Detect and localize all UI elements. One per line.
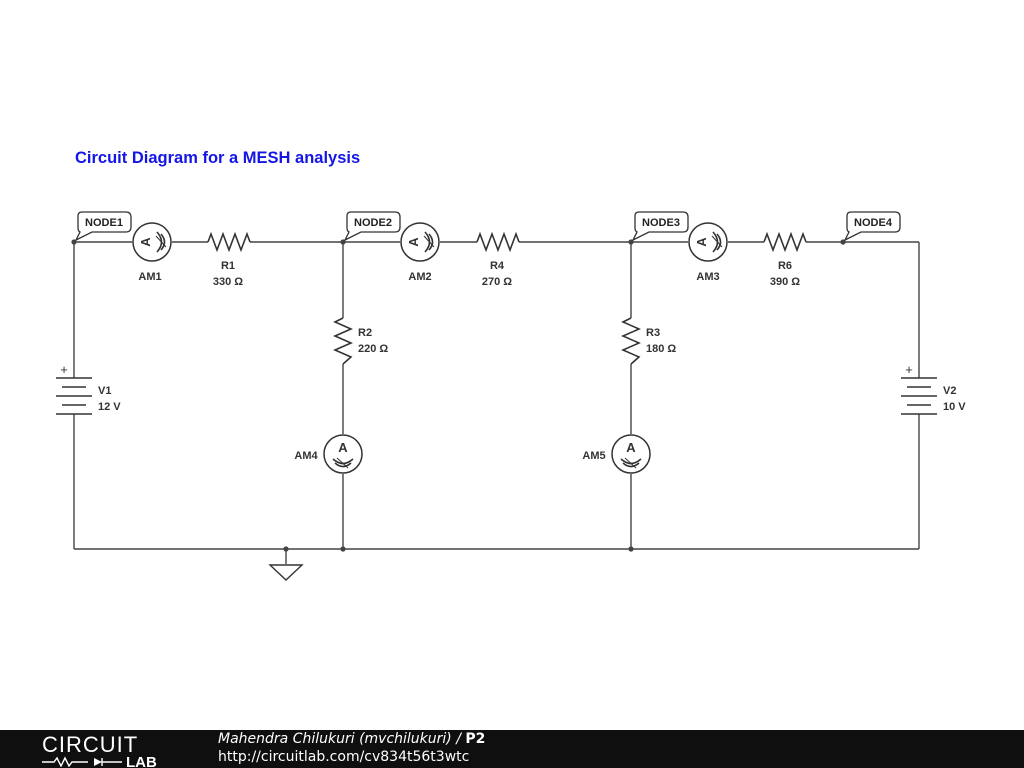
ammeter-am2[interactable]: A AM2 xyxy=(400,222,440,283)
ammeter-am5[interactable]: A AM5 xyxy=(582,434,651,474)
ground-symbol[interactable] xyxy=(268,564,304,581)
ammeter-am4[interactable]: A AM4 xyxy=(294,434,363,474)
battery-value: 10 V xyxy=(943,401,966,413)
node-tag-node1[interactable]: NODE1 xyxy=(74,211,132,242)
wires xyxy=(73,241,920,564)
plus-sign: + xyxy=(905,362,913,377)
ammeter-label: AM5 xyxy=(582,450,605,462)
node-tag-node4[interactable]: NODE4 xyxy=(843,211,901,242)
resistor-name: R1 xyxy=(221,260,235,272)
logo-diode-icon xyxy=(94,758,102,766)
logo-text-bottom: LAB xyxy=(126,754,157,767)
node-tag-label: NODE1 xyxy=(85,217,123,229)
node-tag-node3[interactable]: NODE3 xyxy=(631,211,689,242)
junction-dots xyxy=(71,239,846,552)
resistor-value: 220 Ω xyxy=(358,343,388,355)
ammeter-label: AM4 xyxy=(294,450,318,462)
footer-url[interactable]: http://circuitlab.com/cv834t56t3wtc xyxy=(218,749,470,765)
resistor-r4[interactable]: R4 270 Ω xyxy=(476,231,520,288)
author-name[interactable]: Mahendra Chilukuri (mvchilukuri) xyxy=(218,731,452,747)
node-tag-label: NODE4 xyxy=(854,217,893,229)
ammeter-symbol: A xyxy=(694,237,709,247)
battery-name: V1 xyxy=(98,385,111,397)
node-tag-label: NODE2 xyxy=(354,217,392,229)
circuit-diagram: NODE1 NODE2 NODE3 NODE4 A AM1 A AM2 A AM… xyxy=(56,211,966,581)
resistor-name: R4 xyxy=(490,260,505,272)
diagram-title: Circuit Diagram for a MESH analysis xyxy=(75,149,361,167)
node-tag-label: NODE3 xyxy=(642,217,680,229)
resistor-name: R3 xyxy=(646,327,660,339)
ammeter-label: AM3 xyxy=(696,271,719,283)
battery-value: 12 V xyxy=(98,401,121,413)
ammeter-am3[interactable]: A AM3 xyxy=(688,222,728,283)
ammeter-label: AM2 xyxy=(408,271,431,283)
resistor-name: R6 xyxy=(778,260,792,272)
logo-resistor-icon xyxy=(42,756,88,767)
resistor-value: 180 Ω xyxy=(646,343,676,355)
battery-v2[interactable]: + V2 10 V xyxy=(901,362,966,415)
resistor-r2[interactable]: R2 220 Ω xyxy=(333,317,388,365)
ammeter-am1[interactable]: A AM1 xyxy=(132,222,172,283)
ammeter-symbol: A xyxy=(406,237,421,247)
resistor-r3[interactable]: R3 180 Ω xyxy=(621,317,676,365)
resistor-value: 270 Ω xyxy=(482,276,512,288)
ammeter-label: AM1 xyxy=(138,271,161,283)
ammeter-symbol: A xyxy=(138,237,153,247)
resistor-name: R2 xyxy=(358,327,372,339)
resistor-value: 330 Ω xyxy=(213,276,243,288)
node-tag-node2[interactable]: NODE2 xyxy=(343,211,401,242)
plus-sign: + xyxy=(60,362,68,377)
battery-name: V2 xyxy=(943,385,956,397)
resistor-value: 390 Ω xyxy=(770,276,800,288)
project-name[interactable]: P2 xyxy=(465,731,486,747)
ammeter-symbol: A xyxy=(626,440,636,455)
footer-author-line: Mahendra Chilukuri (mvchilukuri) / P2 xyxy=(218,731,485,747)
resistor-r6[interactable]: R6 390 Ω xyxy=(763,231,807,288)
logo-text-top: CIRCUIT xyxy=(42,732,138,757)
circuitlab-logo[interactable]: CIRCUIT LAB xyxy=(40,731,180,767)
ammeter-symbol: A xyxy=(338,440,348,455)
resistor-r1[interactable]: R1 330 Ω xyxy=(207,231,251,288)
footer-bar: CIRCUIT LAB Mahendra Chilukuri (mvchiluk… xyxy=(0,730,1024,768)
battery-v1[interactable]: + V1 12 V xyxy=(56,362,121,415)
separator: / xyxy=(456,731,461,747)
